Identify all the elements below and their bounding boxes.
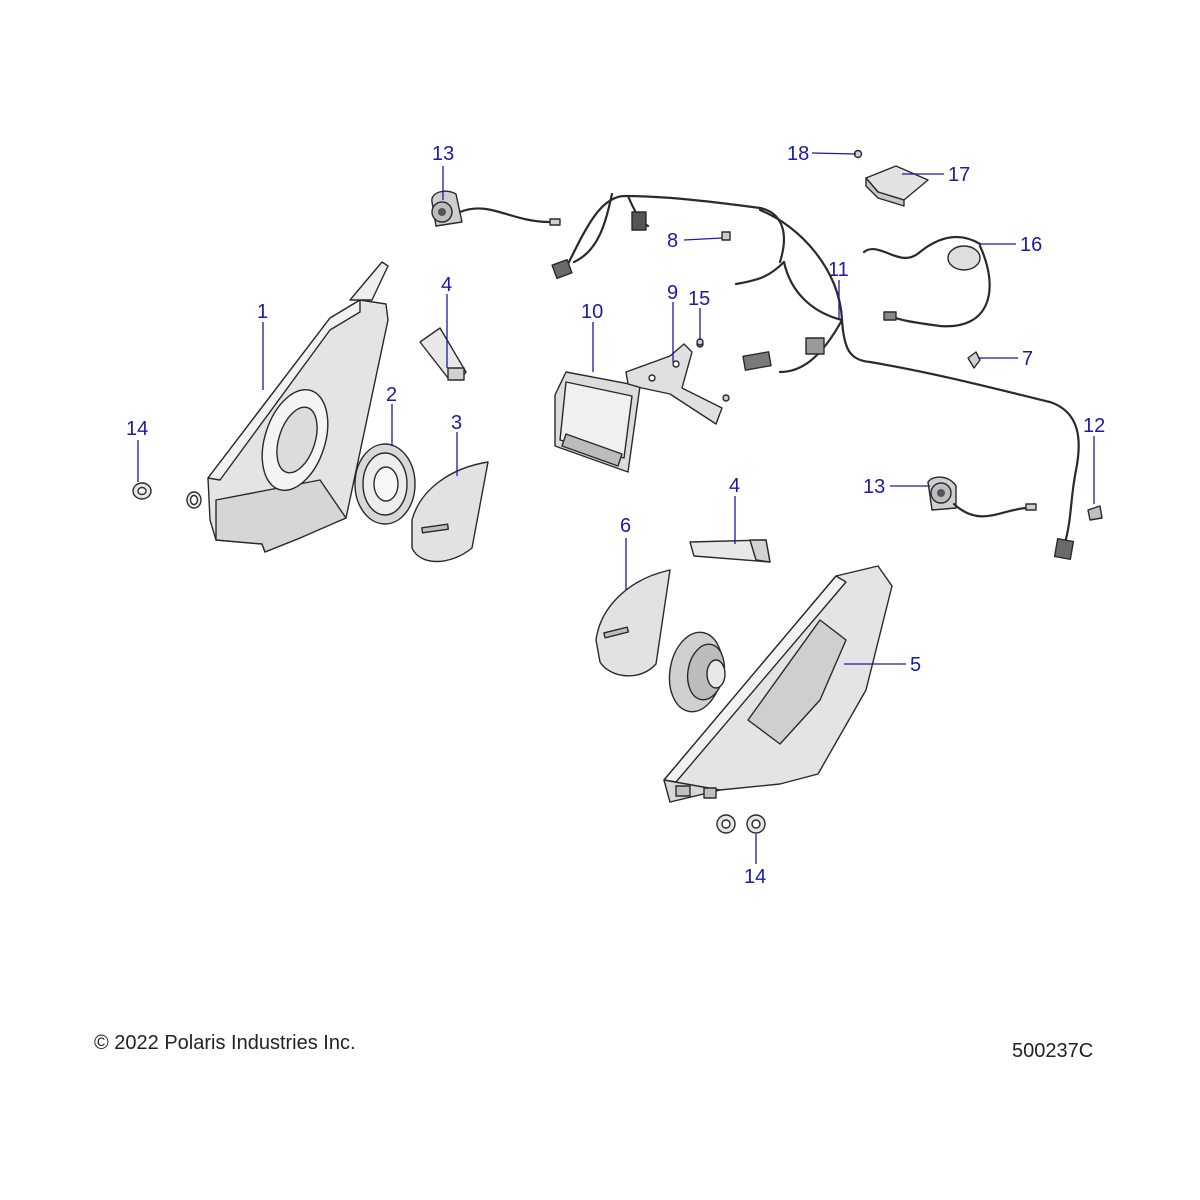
left-speaker-grille — [411, 461, 489, 563]
callout-8: 8 — [667, 230, 679, 252]
callout-14-lower: 14 — [744, 866, 767, 888]
right-speaker-pod — [663, 565, 893, 803]
amplifier-module — [865, 165, 929, 207]
bracket-lower — [689, 539, 771, 563]
callout-3: 3 — [451, 412, 463, 434]
callout-6: 6 — [620, 515, 632, 537]
callout-13-upper: 13 — [432, 143, 455, 165]
callout-12: 12 — [1083, 415, 1106, 437]
left-speaker — [354, 443, 416, 525]
left-speaker-pod — [186, 261, 389, 553]
callout-15: 15 — [688, 288, 711, 310]
sub-harness — [862, 236, 991, 328]
callout-13-lower: 13 — [863, 476, 886, 498]
grommets-lower — [716, 814, 766, 834]
callout-10: 10 — [581, 301, 604, 323]
callout-11: 11 — [828, 259, 849, 281]
display-unit — [554, 371, 641, 473]
callout-4-lower: 4 — [729, 475, 741, 497]
bracket-upper — [419, 327, 467, 381]
right-speaker — [668, 631, 726, 713]
tweeter-lower — [927, 476, 1037, 518]
callout-9: 9 — [667, 282, 679, 304]
callout-17: 17 — [948, 164, 971, 186]
diagram-number: 500237C — [1012, 1040, 1094, 1062]
tweeter-upper — [431, 190, 561, 227]
copyright-text: © 2022 Polaris Industries Inc. — [94, 1032, 356, 1054]
callout-1: 1 — [257, 301, 269, 323]
callout-2: 2 — [386, 384, 398, 406]
callout-18: 18 — [787, 143, 810, 165]
leader-lines — [137, 152, 1095, 864]
wiring-harness — [551, 192, 1080, 560]
callout-16: 16 — [1020, 234, 1043, 256]
right-speaker-grille — [595, 569, 671, 677]
callout-7: 7 — [1022, 348, 1034, 370]
callout-5: 5 — [910, 654, 922, 676]
small-clips — [696, 149, 1103, 521]
grommet-left — [132, 482, 152, 500]
callout-14-left: 14 — [126, 418, 149, 440]
display-bracket — [625, 340, 730, 425]
callout-4-upper: 4 — [441, 274, 453, 296]
